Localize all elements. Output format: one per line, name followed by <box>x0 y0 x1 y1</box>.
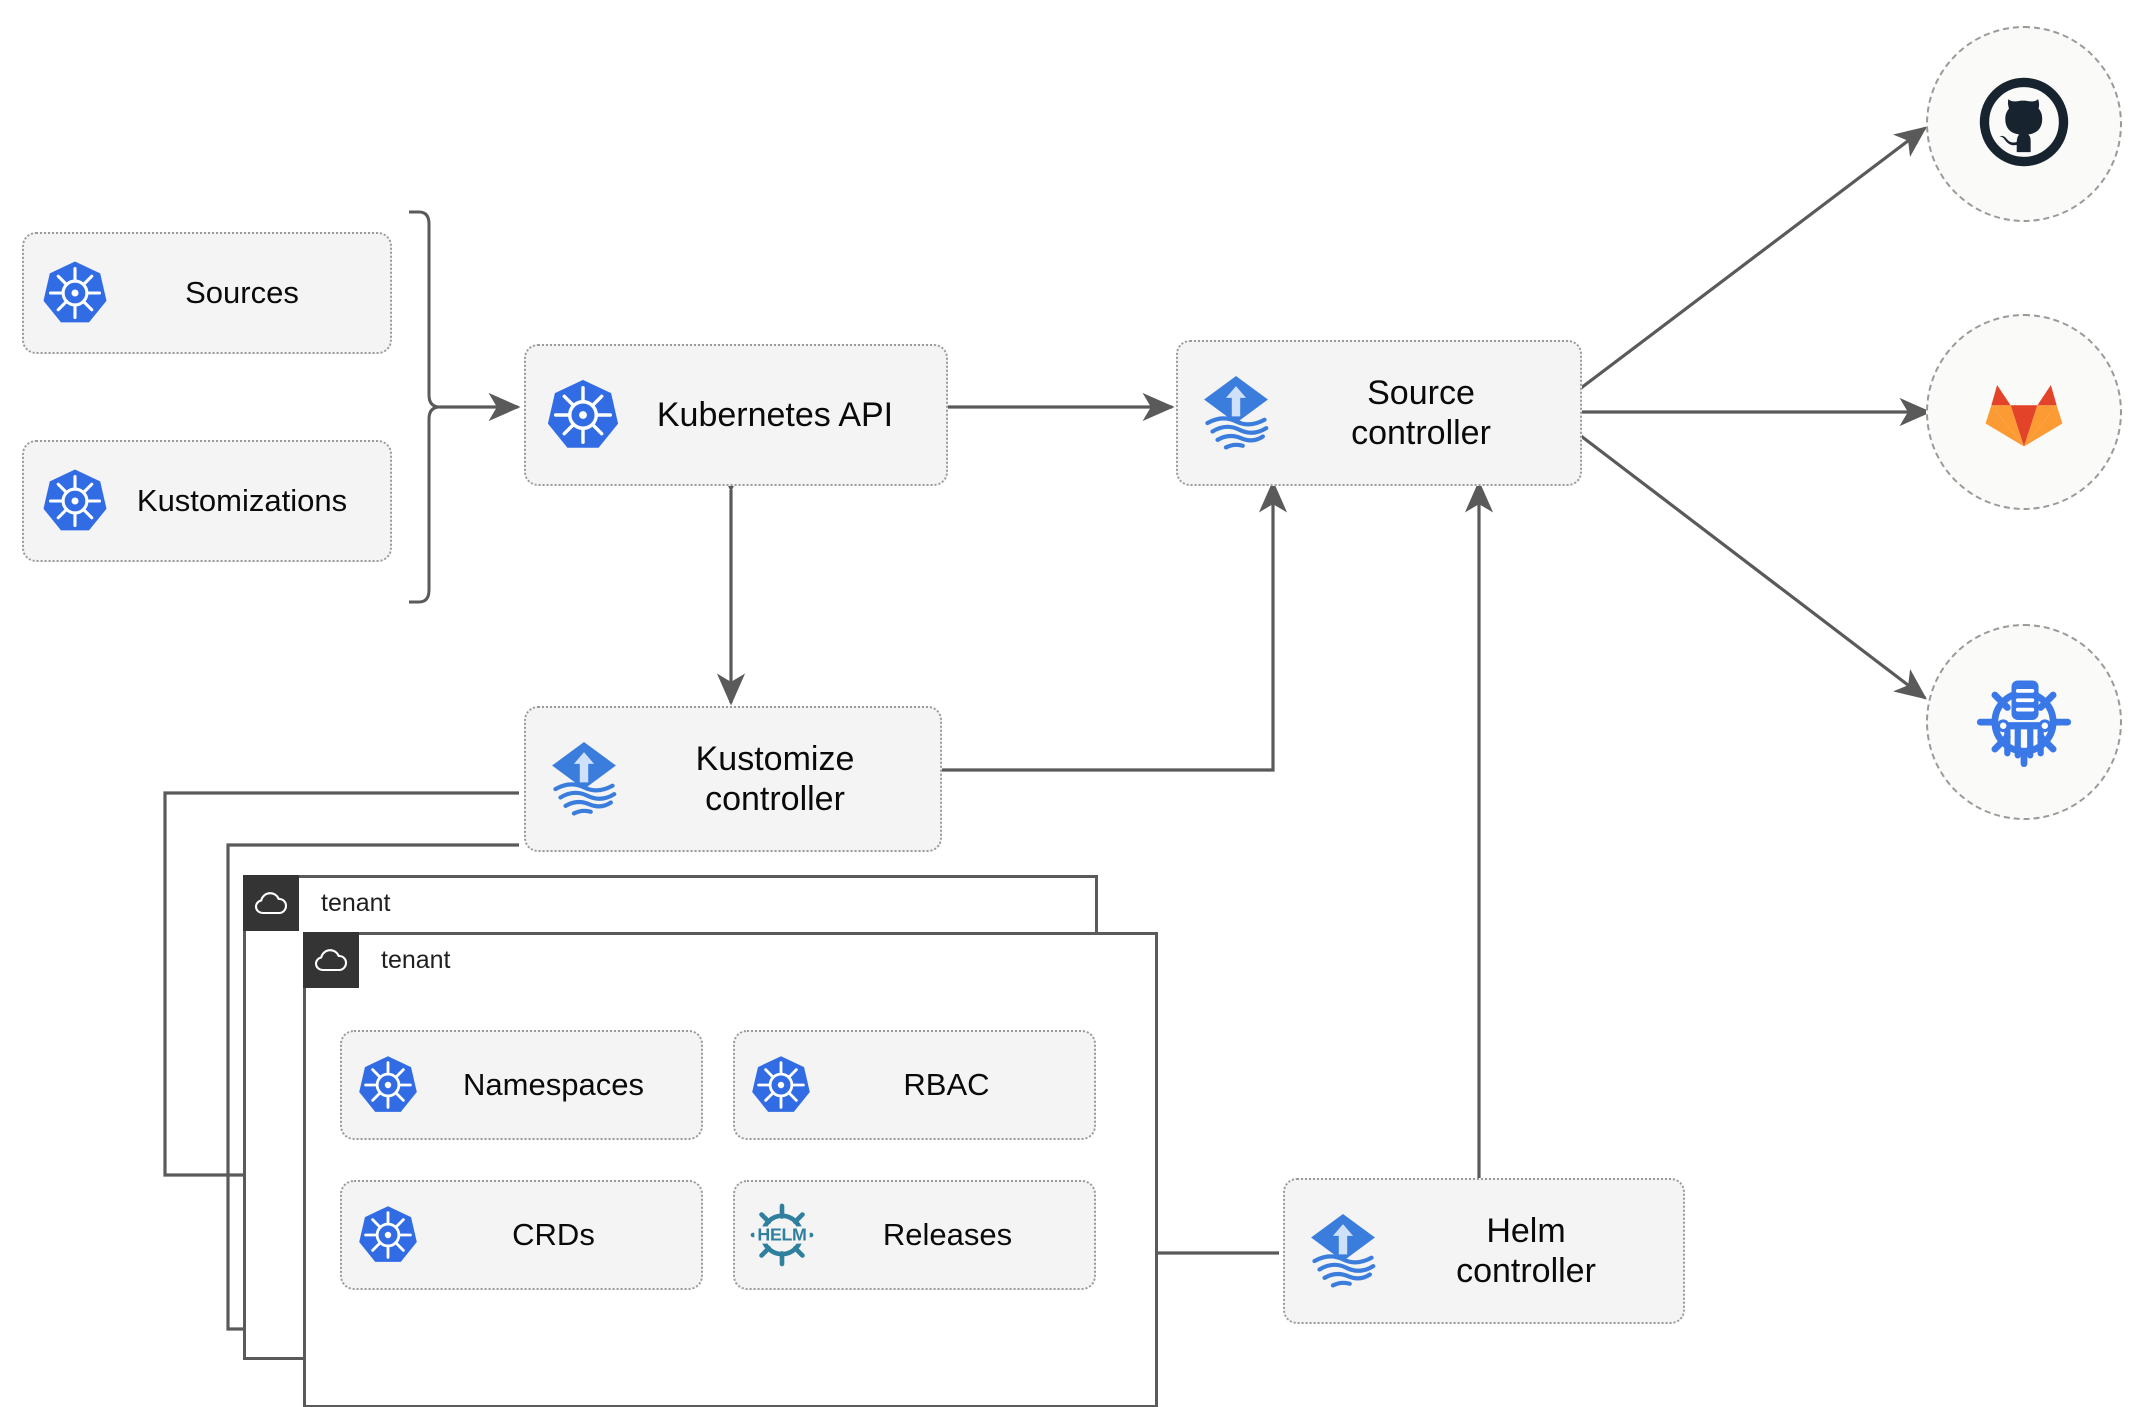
cloud-icon <box>303 932 359 988</box>
node-namespaces[interactable]: Namespaces <box>340 1030 703 1140</box>
node-crds-label: CRDs <box>512 1216 595 1252</box>
node-source-controller[interactable]: Source controller <box>1176 340 1582 486</box>
node-releases[interactable]: HELM Releases <box>733 1180 1096 1290</box>
bucket-icon <box>1972 668 2076 777</box>
kubernetes-icon <box>749 1053 813 1117</box>
provider-bucket[interactable] <box>1926 624 2122 820</box>
node-crds[interactable]: CRDs <box>340 1180 703 1290</box>
node-source-controller-label: Source controller <box>1351 373 1491 452</box>
tenant-front-header: tenant <box>303 932 1158 988</box>
flux-icon <box>1194 371 1278 455</box>
node-sources-label: Sources <box>185 274 299 310</box>
kubernetes-icon <box>356 1203 420 1267</box>
node-kubernetes-api-label: Kubernetes API <box>656 395 894 434</box>
kubernetes-icon <box>40 258 110 328</box>
flux-icon <box>1301 1209 1385 1293</box>
helm-icon: HELM <box>749 1202 815 1268</box>
svg-text:HELM: HELM <box>757 1224 806 1244</box>
node-kustomize-controller[interactable]: Kustomize controller <box>524 706 942 852</box>
node-kubernetes-api[interactable]: Kubernetes API <box>524 344 948 486</box>
edge-sourcectrl-github <box>1580 126 1928 390</box>
tenant-back-label: tenant <box>321 888 391 917</box>
edge-sourcectrl-bucket <box>1580 434 1928 700</box>
provider-gitlab[interactable] <box>1926 314 2122 510</box>
node-helm-controller-label: Helm controller <box>1456 1211 1596 1290</box>
kubernetes-icon <box>544 376 622 454</box>
node-sources[interactable]: Sources <box>22 232 392 354</box>
tenant-front-label: tenant <box>381 945 451 974</box>
node-kustomizations[interactable]: Kustomizations <box>22 440 392 562</box>
kubernetes-icon <box>40 466 110 536</box>
github-icon <box>1972 70 2076 179</box>
node-kustomize-controller-label: Kustomize controller <box>695 739 855 818</box>
provider-github[interactable] <box>1926 26 2122 222</box>
flux-icon <box>542 737 626 821</box>
group-bracket <box>409 210 441 604</box>
kubernetes-icon <box>356 1053 420 1117</box>
edge-kustomizectrl-sourcectrl <box>942 480 1288 772</box>
node-helm-controller[interactable]: Helm controller <box>1283 1178 1685 1324</box>
gitlab-icon <box>1976 362 2072 463</box>
node-namespaces-label: Namespaces <box>463 1066 644 1102</box>
node-releases-label: Releases <box>882 1216 1013 1252</box>
tenant-back-header: tenant <box>243 875 1098 931</box>
node-kustomizations-label: Kustomizations <box>136 482 348 518</box>
node-rbac[interactable]: RBAC <box>733 1030 1096 1140</box>
cloud-icon <box>243 875 299 931</box>
node-rbac-label: RBAC <box>903 1066 990 1102</box>
tenant-panel-front <box>303 932 1158 1407</box>
